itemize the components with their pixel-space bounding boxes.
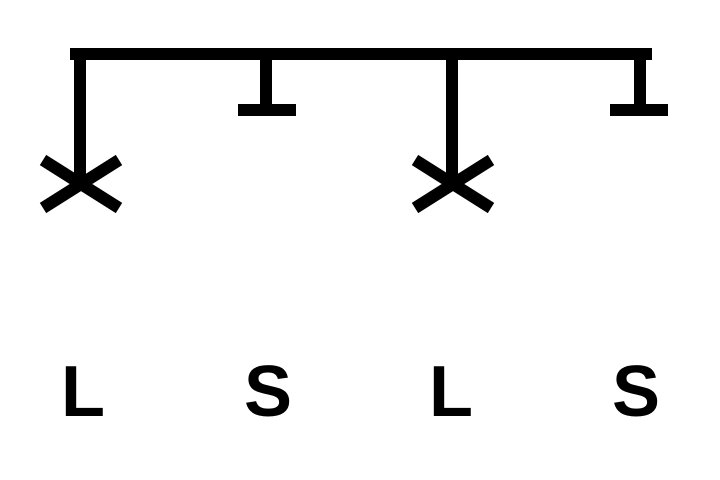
beat-1-label: L — [61, 352, 105, 432]
beat-1-cross-icon — [39, 154, 123, 214]
beat-2-label: S — [244, 352, 292, 432]
beat-4-label: S — [612, 352, 660, 432]
beat-3-cross-icon — [411, 154, 495, 214]
beat-3-label: L — [429, 352, 473, 432]
